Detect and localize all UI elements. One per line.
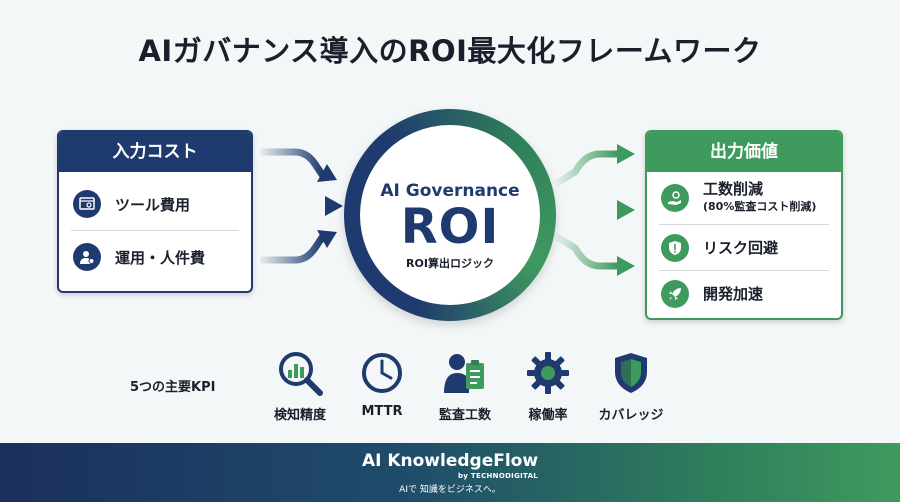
input-arrows bbox=[260, 148, 343, 264]
output-arrows bbox=[553, 144, 635, 276]
input-cost-card: 入力コスト ツール費用 運用・人件費 bbox=[57, 130, 253, 293]
shield-alert-icon bbox=[661, 233, 689, 262]
footer-tagline: AIで 知識をビジネスへ。 bbox=[399, 485, 501, 495]
roi-circle-title: ROI bbox=[400, 199, 500, 255]
output-item-dev-acceleration: 開発加速 bbox=[647, 271, 841, 316]
roi-circle-subtitle: AI Governance bbox=[380, 181, 520, 201]
browser-search-icon bbox=[73, 190, 101, 218]
roi-circle-inner: AI Governance ROI ROI算出ロジック bbox=[360, 125, 540, 305]
input-card-header: 入力コスト bbox=[59, 132, 251, 172]
divider bbox=[71, 230, 239, 231]
kpi-label: MTTR bbox=[361, 404, 403, 419]
output-card-header: 出力価値 bbox=[647, 132, 841, 172]
output-item-label: 開発加速 bbox=[703, 285, 764, 303]
divider bbox=[659, 270, 829, 271]
footer-banner: AI KnowledgeFlow by TECHNODIGITAL AIで 知識… bbox=[0, 443, 900, 502]
output-value-card: 出力価値 工数削減 (80%監査コスト削減) リスク回避 開発加速 bbox=[645, 130, 843, 320]
kpi-section-label: 5つの主要KPI bbox=[130, 380, 216, 395]
roi-circle: AI Governance ROI ROI算出ロジック bbox=[344, 109, 556, 321]
output-item-risk-avoidance: リスク回避 bbox=[647, 225, 841, 270]
kpi-detection-accuracy: 検知精度 bbox=[255, 350, 345, 423]
arrow-out-3 bbox=[553, 232, 617, 270]
kpi-label: カバレッジ bbox=[598, 408, 664, 423]
arrowhead-out-2 bbox=[617, 200, 635, 220]
clock-icon bbox=[337, 350, 427, 396]
output-item-label: リスク回避 bbox=[703, 239, 779, 257]
arrowhead-out-1 bbox=[617, 144, 635, 164]
arrow-out-1 bbox=[553, 150, 617, 188]
output-item-label: 工数削減 bbox=[703, 180, 764, 198]
input-item-tool-cost: ツール費用 bbox=[59, 178, 251, 230]
output-item-sublabel: (80%監査コスト削減) bbox=[703, 200, 817, 213]
kpi-audit-effort: 監査工数 bbox=[420, 350, 510, 423]
arrowhead-out-3 bbox=[617, 256, 635, 276]
input-item-label: ツール費用 bbox=[115, 195, 191, 214]
arrow-in-3 bbox=[260, 234, 326, 264]
auditor-clipboard-icon bbox=[420, 350, 510, 396]
roi-circle-caption: ROI算出ロジック bbox=[406, 257, 494, 270]
input-item-label: 運用・人件費 bbox=[115, 248, 206, 267]
kpi-label: 監査工数 bbox=[438, 408, 491, 423]
kpi-coverage: カバレッジ bbox=[586, 350, 676, 423]
footer-brand: AI KnowledgeFlow bbox=[361, 451, 539, 471]
arrowhead-in-1 bbox=[317, 164, 337, 182]
arrowhead-in-3 bbox=[317, 230, 337, 248]
kpi-label: 稼働率 bbox=[528, 408, 568, 423]
rocket-icon bbox=[661, 279, 689, 308]
page-title: AIガバナンス導入のROI最大化フレームワーク bbox=[138, 34, 762, 68]
divider bbox=[659, 224, 829, 225]
kpi-mttr: MTTR bbox=[337, 350, 427, 419]
footer-byline: by TECHNODIGITAL bbox=[458, 472, 539, 480]
person-icon bbox=[73, 243, 101, 271]
kpi-label: 検知精度 bbox=[273, 408, 326, 423]
arrowhead-in-2 bbox=[325, 196, 343, 216]
gear-icon bbox=[503, 350, 593, 396]
arrow-in-1 bbox=[260, 148, 326, 178]
hand-gear-icon bbox=[661, 184, 689, 212]
input-item-ops-cost: 運用・人件費 bbox=[59, 231, 251, 283]
magnifier-chart-icon bbox=[255, 350, 345, 396]
output-item-effort-reduction: 工数削減 (80%監査コスト削減) bbox=[647, 172, 841, 224]
kpi-uptime: 稼働率 bbox=[503, 350, 593, 423]
shield-icon bbox=[586, 350, 676, 396]
